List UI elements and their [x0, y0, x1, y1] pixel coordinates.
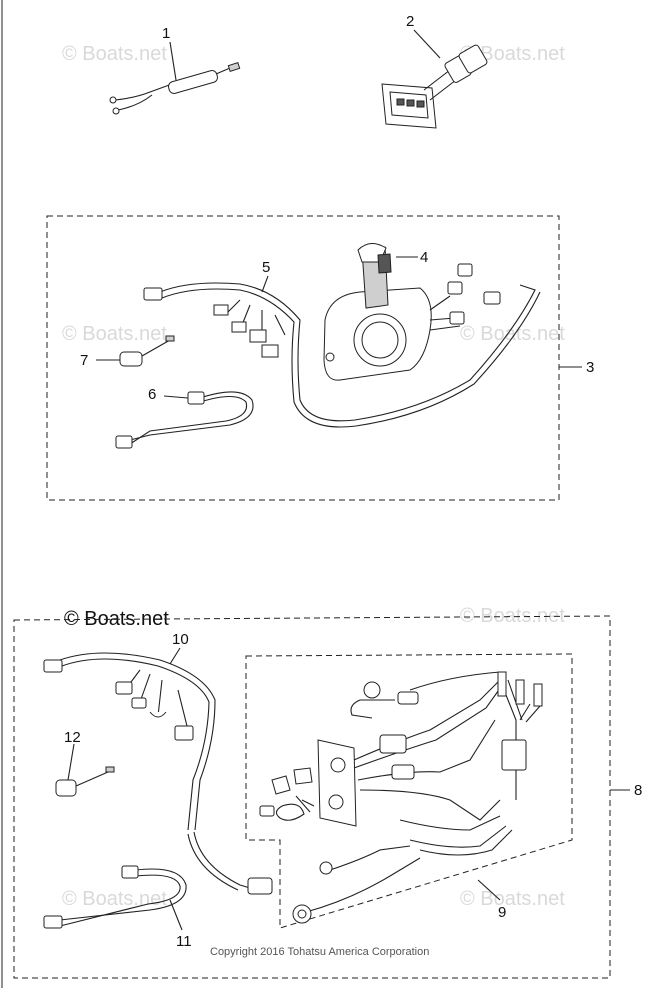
remote-control-box[interactable] [323, 243, 501, 381]
leader-10 [169, 647, 181, 665]
part-6-extension-lead[interactable] [115, 391, 254, 449]
leader-9 [477, 879, 501, 901]
watermark: © Boats.net [62, 888, 167, 910]
callout-6: 6 [148, 386, 156, 403]
part-11-extension-lead[interactable] [43, 865, 187, 929]
callout-2: 2 [406, 13, 414, 30]
leader-5 [261, 275, 269, 293]
callout-1: 1 [162, 25, 170, 42]
switch-panel-assembly[interactable] [259, 671, 543, 924]
callout-7: 7 [80, 352, 88, 369]
copyright-notice: Copyright 2016 Tohatsu America Corporati… [210, 946, 429, 958]
leader-6 [163, 395, 189, 399]
part-5-main-harness[interactable] [143, 282, 541, 428]
callout-11: 11 [176, 933, 192, 950]
part-1-resistor-lead[interactable] [109, 61, 241, 115]
leader-2 [413, 29, 441, 59]
leader-12 [67, 743, 75, 781]
watermark: © Boats.net [460, 888, 565, 910]
group-8-boundary [13, 615, 611, 979]
callout-12: 12 [64, 729, 81, 746]
part-12-connector[interactable] [55, 766, 115, 797]
leader-11 [169, 899, 183, 931]
part-2-panel-connector[interactable] [381, 44, 488, 129]
callout-4: 4 [420, 249, 428, 266]
leader-1 [169, 41, 177, 81]
part-7-connector[interactable] [119, 335, 175, 367]
watermark: © Boats.net [62, 323, 167, 345]
callout-10: 10 [172, 631, 189, 648]
watermark: © Boats.net [62, 43, 167, 65]
watermark: © Boats.net [460, 605, 565, 627]
group-3-boundary [46, 215, 560, 501]
callout-8: 8 [634, 782, 642, 799]
watermark-layer: © Boats.net © Boats.net © Boats.net © Bo… [62, 43, 565, 910]
callout-9: 9 [498, 904, 506, 921]
watermark: © Boats.net [460, 323, 565, 345]
part-10-harness[interactable] [43, 652, 273, 895]
callout-3: 3 [586, 359, 594, 376]
callout-5: 5 [262, 259, 270, 276]
